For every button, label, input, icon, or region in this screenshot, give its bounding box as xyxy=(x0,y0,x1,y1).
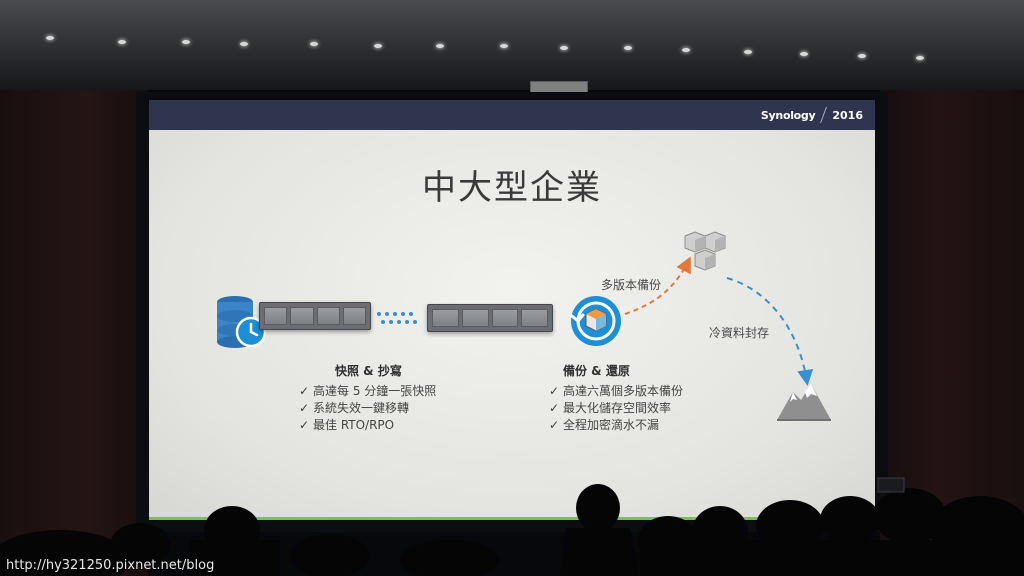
backup-feature-list: ✓高達六萬個多版本備份 ✓最大化儲存空間效率 ✓全程加密滴水不漏 xyxy=(549,383,683,434)
nas-rack-icon xyxy=(259,302,371,330)
slide-bottom-accent xyxy=(149,517,875,520)
ceiling-light xyxy=(858,54,866,58)
nas-rack-icon xyxy=(427,304,553,332)
slide-header-bar: Synology 2016 xyxy=(149,100,875,130)
check-icon: ✓ xyxy=(299,418,310,432)
list-item: ✓系統失效一鍵移轉 xyxy=(299,401,410,415)
snapshot-feature-list: ✓高達每 5 分鐘一張快照 ✓系統失效一鍵移轉 ✓最佳 RTO/RPO xyxy=(299,383,436,434)
mountain-archive-icon xyxy=(777,384,831,421)
nas-bays xyxy=(264,307,366,325)
check-icon: ✓ xyxy=(549,418,560,432)
ceiling-light xyxy=(374,44,382,48)
check-icon: ✓ xyxy=(299,401,310,415)
presentation-slide: Synology 2016 中大型企業 xyxy=(149,100,875,520)
list-item: ✓高達每 5 分鐘一張快照 xyxy=(299,384,437,398)
list-item: ✓最佳 RTO/RPO xyxy=(299,418,395,432)
cloud-boxes-icon xyxy=(684,231,726,271)
watermark: http://hy321250.pixnet.net/blog xyxy=(6,558,215,573)
check-icon: ✓ xyxy=(549,401,560,415)
ceiling-light xyxy=(800,52,808,56)
wall-right xyxy=(880,90,1024,576)
ceiling-light xyxy=(916,56,924,60)
ceiling-light xyxy=(46,36,54,40)
ceiling-light xyxy=(624,46,632,50)
arrow-to-cold-storage xyxy=(726,277,814,386)
list-item: ✓全程加密滴水不漏 xyxy=(549,418,660,432)
backup-restore-icon xyxy=(570,296,621,346)
ceiling xyxy=(0,0,1024,90)
ceiling-light xyxy=(182,40,190,44)
multi-version-backup-label: 多版本備份 xyxy=(601,278,662,292)
ceiling-light xyxy=(744,50,752,54)
arrow-to-cloud xyxy=(624,256,691,315)
check-icon: ✓ xyxy=(299,384,310,398)
ceiling-light xyxy=(118,40,126,44)
database-clock-icon xyxy=(217,296,267,348)
list-item: ✓高達六萬個多版本備份 xyxy=(549,384,684,398)
wall-left xyxy=(0,90,148,576)
list-item: ✓最大化儲存空間效率 xyxy=(549,401,672,415)
flow-arrows xyxy=(624,256,814,386)
ceiling-light xyxy=(240,42,248,46)
backup-title: 備份 & 還原 xyxy=(563,364,630,378)
brand-block: Synology 2016 xyxy=(761,106,863,124)
cold-archive-label: 冷資料封存 xyxy=(709,326,770,340)
brand-year: 2016 xyxy=(832,108,863,122)
ceiling-light xyxy=(436,44,444,48)
ceiling-light xyxy=(682,48,690,52)
nas-bays xyxy=(432,309,548,327)
ceiling-light xyxy=(500,44,508,48)
replication-dots-icon xyxy=(377,312,417,324)
snapshot-title: 快照 & 抄寫 xyxy=(335,364,402,378)
ceiling-light xyxy=(560,46,568,50)
slide-title: 中大型企業 xyxy=(422,168,602,208)
ceiling-light xyxy=(310,42,318,46)
brand-logo: Synology xyxy=(760,108,816,122)
check-icon: ✓ xyxy=(549,384,560,398)
